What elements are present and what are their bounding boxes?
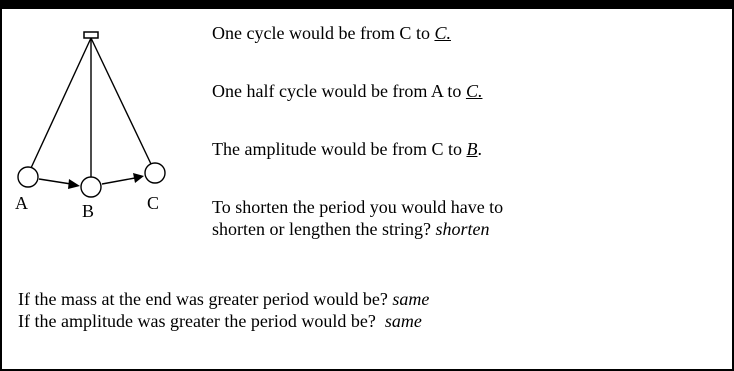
arrow-b-to-c-shaft <box>101 177 136 185</box>
question-amplitude-answer: B <box>466 139 478 159</box>
question-amplitude-text: The amplitude would be from C to <box>212 139 467 159</box>
string-to-a <box>30 37 92 169</box>
bob-c <box>144 162 166 184</box>
question-half-cycle: One half cycle would be from A to C. <box>212 80 482 102</box>
question-mass: If the mass at the end was greater perio… <box>18 288 429 310</box>
bob-b <box>80 176 102 198</box>
question-amplitude-greater-answer: same <box>384 311 422 331</box>
question-amplitude: The amplitude would be from C to B. <box>212 138 482 160</box>
question-shorten-period-answer: shorten <box>435 219 490 239</box>
pendulum-pivot <box>83 31 99 39</box>
question-half-cycle-answer: C. <box>465 81 483 101</box>
label-b: B <box>82 201 94 221</box>
question-shorten-period-text: shorten or lengthen the string? <box>212 219 436 239</box>
question-cycle: One cycle would be from C to C. <box>212 22 451 44</box>
question-shorten-period-line2: shorten or lengthen the string? shorten <box>212 218 503 240</box>
question-shorten-period-line1: To shorten the period you would have to <box>212 197 504 217</box>
question-amplitude-greater: If the amplitude was greater the period … <box>18 310 422 332</box>
question-cycle-text: One cycle would be from C to <box>212 23 435 43</box>
bob-a <box>17 166 39 188</box>
question-mass-text: If the mass at the end was greater perio… <box>18 289 393 309</box>
label-c: C <box>147 193 159 213</box>
question-mass-answer: same <box>392 289 430 309</box>
top-border-rule <box>0 0 734 9</box>
question-amplitude-greater-text: If the amplitude was greater the period … <box>18 311 385 331</box>
pendulum-diagram: A B C <box>15 31 166 221</box>
arrow-b-to-c-head <box>133 173 144 183</box>
string-to-c <box>90 37 152 165</box>
arrow-a-to-b-head <box>68 179 80 189</box>
question-cycle-answer: C. <box>434 23 451 43</box>
question-half-cycle-text: One half cycle would be from A to <box>212 81 466 101</box>
question-shorten-period: To shorten the period you would have to … <box>212 196 503 240</box>
arrow-a-to-b-shaft <box>38 178 72 185</box>
label-a: A <box>15 193 28 213</box>
question-amplitude-suffix: . <box>477 139 482 159</box>
